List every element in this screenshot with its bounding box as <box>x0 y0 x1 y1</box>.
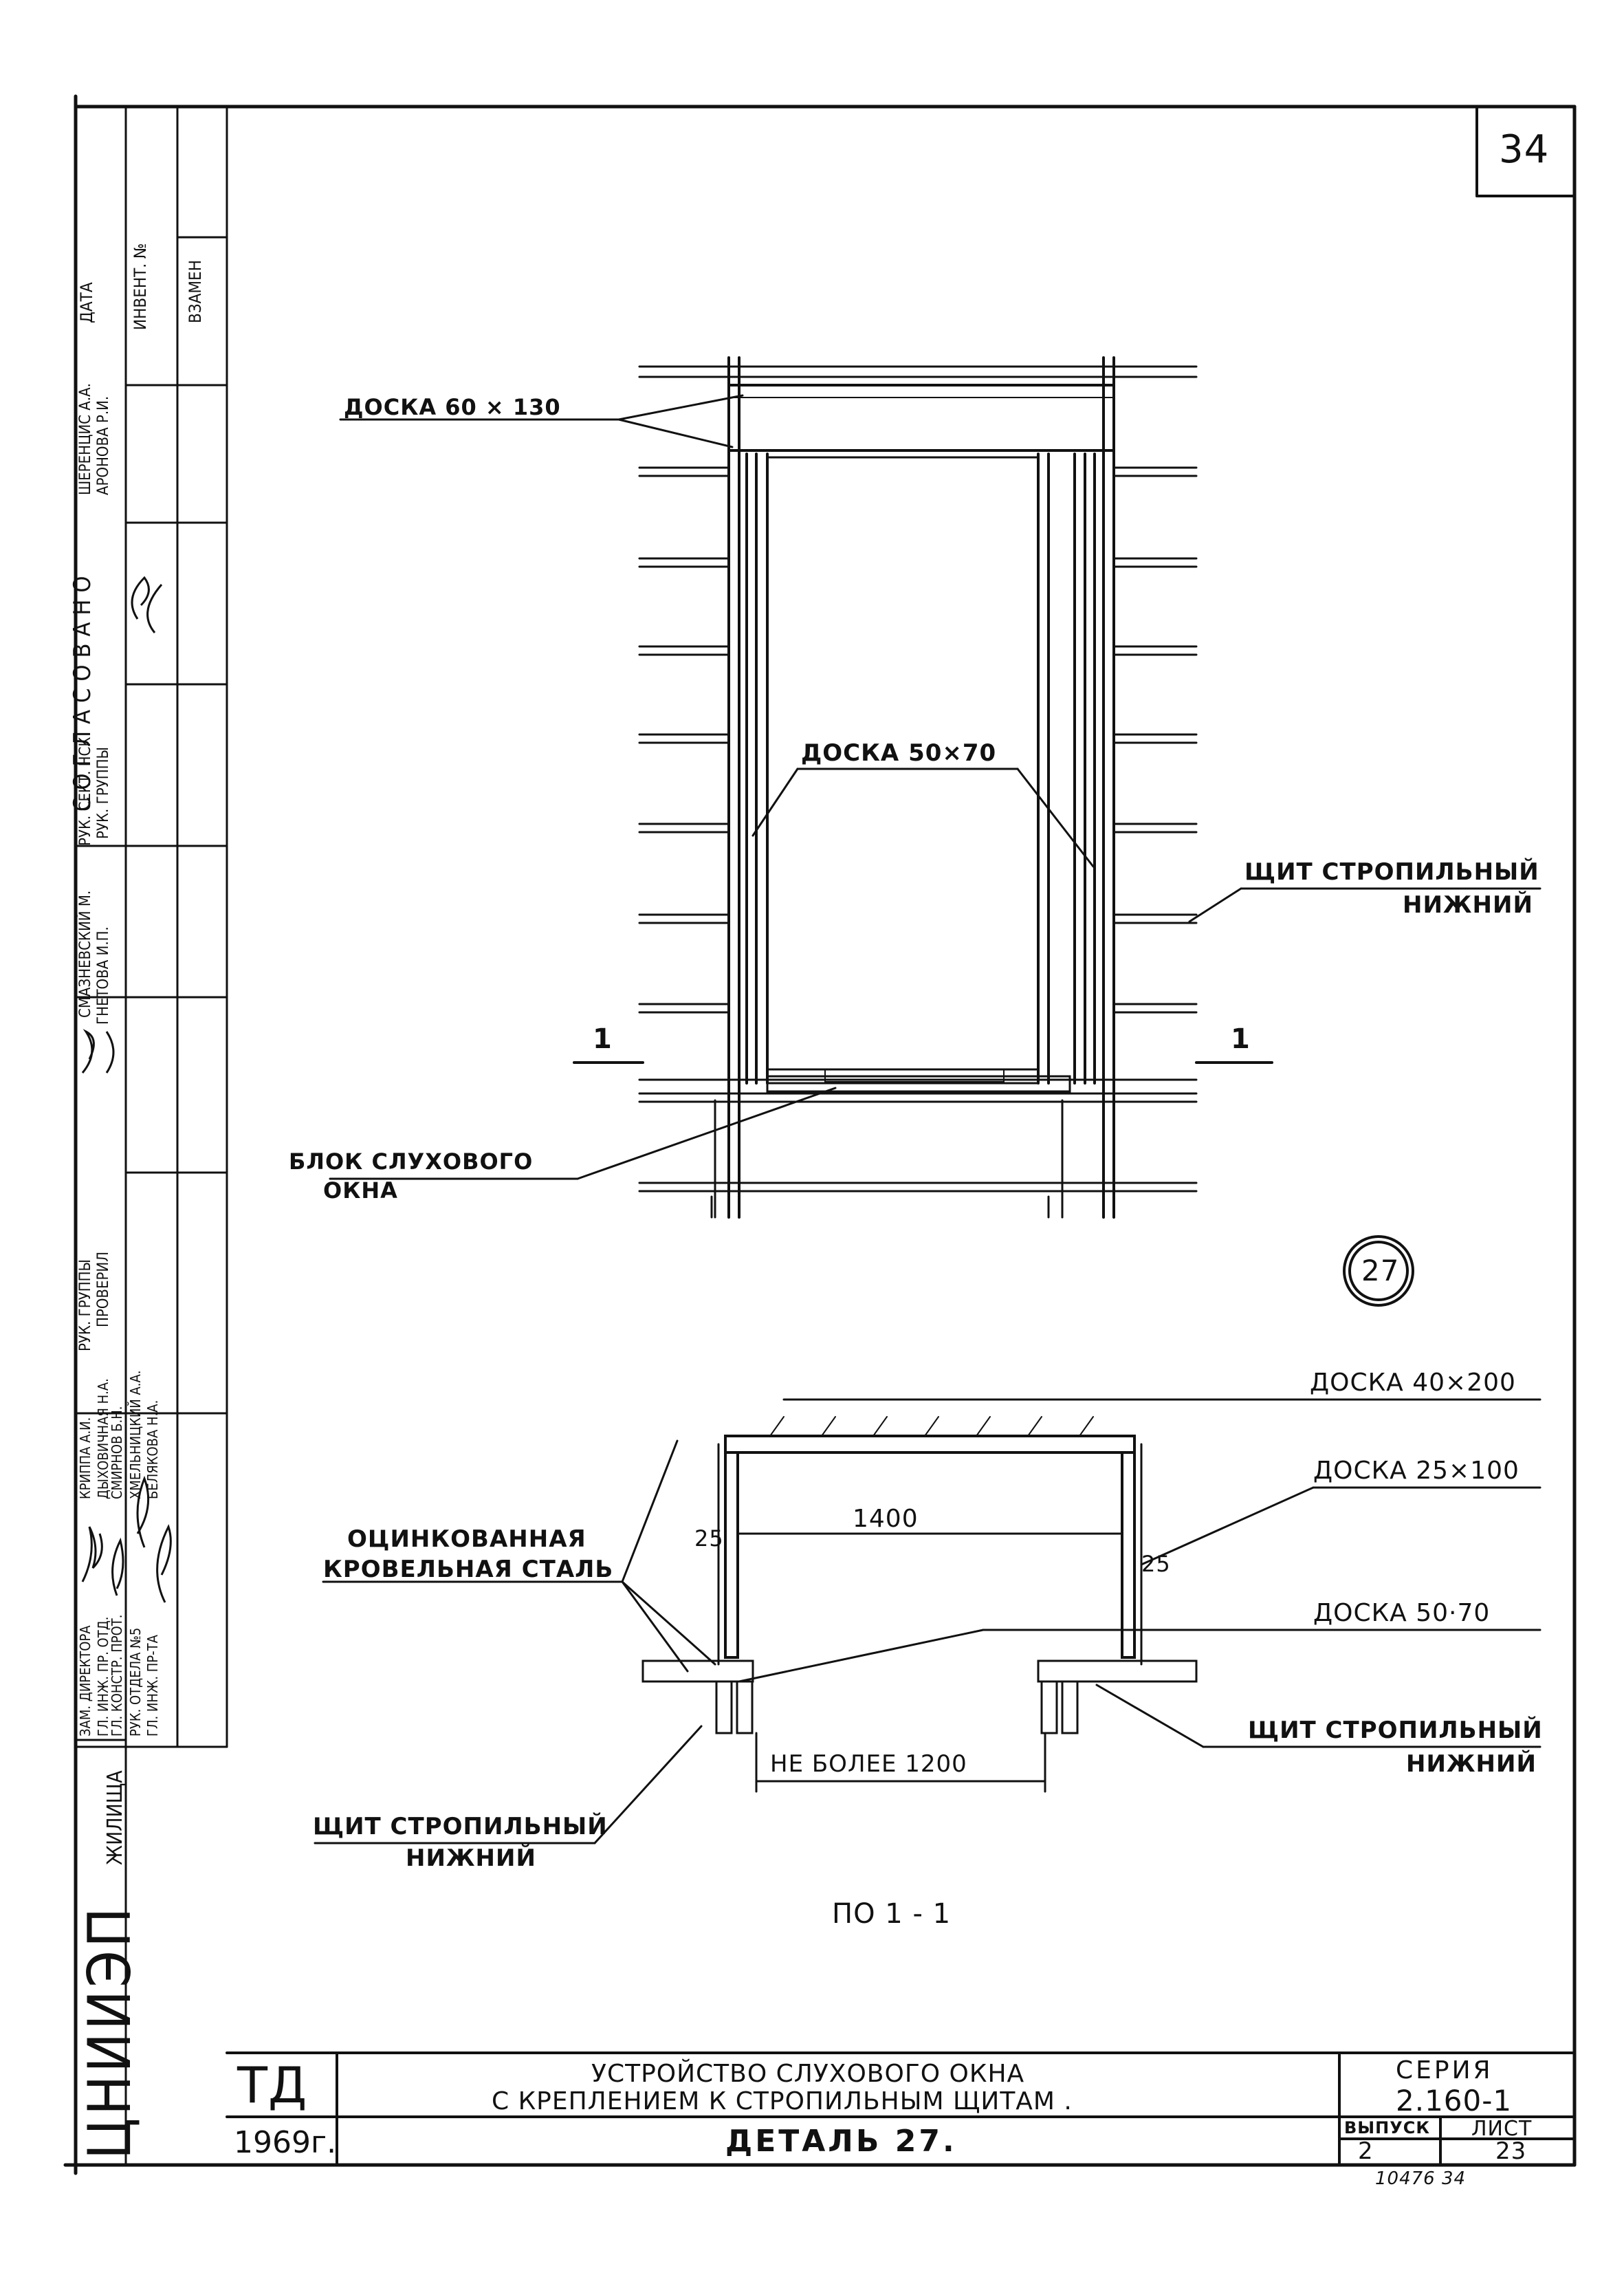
dimension-left-25: 25 <box>694 1525 724 1552</box>
label-rafter-panel-right-bottom: НИЖНИЙ <box>1406 1750 1537 1778</box>
issue-value: 2 <box>1358 2137 1374 2165</box>
label-board-40-200: ДОСКА 40×200 <box>1310 1369 1516 1397</box>
plan-leaders <box>329 394 1541 1180</box>
label-rafter-panel-right-top: ЩИТ СТРОПИЛЬНЫЙ <box>1248 1717 1543 1744</box>
archive-note: 10476 34 <box>1375 2168 1467 2189</box>
dimension-span-1400: 1400 <box>853 1505 919 1533</box>
detail-circle-number: 27 <box>1361 1254 1400 1287</box>
sheet-label: ЛИСТ <box>1471 2117 1533 2141</box>
sheet-value: 23 <box>1495 2137 1527 2165</box>
sheet-frame <box>63 94 1577 2175</box>
section-dimensions <box>314 1439 1541 1844</box>
dimension-right-25: 25 <box>1141 1551 1171 1577</box>
issue-label: ВЫПУСК <box>1344 2118 1430 2137</box>
plan-view <box>638 356 1198 1219</box>
label-rafter-panel-left-bottom: НИЖНИЙ <box>406 1844 536 1872</box>
page-number: 34 <box>1499 127 1550 172</box>
section-view <box>641 1398 1541 1734</box>
series-label: СЕРИЯ <box>1396 2056 1493 2084</box>
title-line-2: С КРЕПЛЕНИЕМ К СТРОПИЛЬНЫМ ЩИТАМ . <box>492 2087 1073 2115</box>
label-board-60-130: ДОСКА 60 × 130 <box>344 394 561 420</box>
year: 1969г. <box>234 2125 337 2160</box>
page-number-box <box>1475 105 1576 197</box>
label-rafter-panel-top: ЩИТ СТРОПИЛЬНЫЙ <box>1244 858 1539 886</box>
section-cut-number-left: 1 <box>593 1023 613 1055</box>
org-code: ТД <box>237 2056 308 2114</box>
label-galvanized-steel-bottom: КРОВЕЛЬНАЯ СТАЛЬ <box>323 1556 614 1583</box>
label-board-50-70-plan: ДОСКА 50×70 <box>801 739 997 767</box>
label-window-block-bottom: ОКНА <box>323 1177 398 1204</box>
series-value: 2.160-1 <box>1396 2084 1513 2118</box>
dimension-max-1200: НЕ БОЛЕЕ 1200 <box>770 1750 967 1778</box>
label-board-50-70-section: ДОСКА 50·70 <box>1313 1599 1491 1627</box>
label-window-block-top: БЛОК СЛУХОВОГО <box>289 1149 534 1175</box>
label-rafter-panel-left-top: ЩИТ СТРОПИЛЬНЫЙ <box>313 1813 608 1840</box>
detail-circle-shape <box>1343 1235 1414 1307</box>
section-caption: ПО 1 - 1 <box>832 1898 952 1930</box>
label-rafter-panel-bottom: НИЖНИЙ <box>1403 891 1533 919</box>
title-block-grid <box>226 2051 1576 2166</box>
side-stamp-grid <box>74 105 228 2166</box>
title-line-1: УСТРОЙСТВО СЛУХОВОГО ОКНА <box>591 2060 1025 2088</box>
detail-name: ДЕТАЛЬ 27. <box>725 2124 957 2159</box>
label-galvanized-steel-top: ОЦИНКОВАННАЯ <box>347 1525 586 1553</box>
label-board-25-100: ДОСКА 25×100 <box>1313 1457 1519 1485</box>
section-cut-number-right: 1 <box>1231 1023 1251 1055</box>
